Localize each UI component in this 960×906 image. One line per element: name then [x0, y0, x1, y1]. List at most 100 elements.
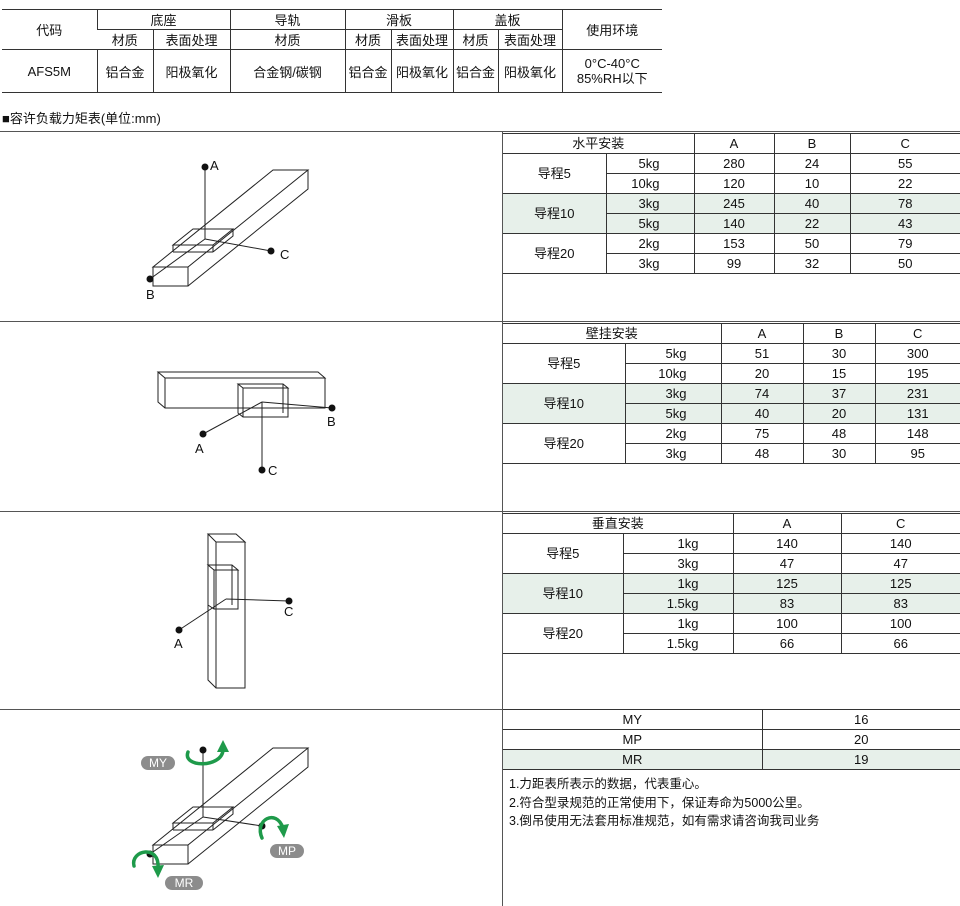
value-cell: 148	[874, 423, 960, 444]
value-cell: 32	[773, 253, 850, 274]
load-cell: 2kg	[605, 233, 694, 254]
code-value: AFS5M	[27, 63, 71, 79]
value-cell: 75	[720, 423, 803, 444]
divider	[502, 131, 503, 906]
rotation-arrow-icon	[132, 748, 285, 870]
moment-value: 19	[761, 749, 960, 770]
value-cell: 40	[773, 193, 850, 214]
load-cell: 5kg	[624, 403, 721, 424]
base-surface-header: 表面处理	[152, 29, 230, 50]
load-cell: 1kg	[622, 573, 733, 594]
col-header: A	[720, 323, 803, 344]
value-cell: 231	[874, 383, 960, 404]
horizontal-mount-diagram: A C B	[146, 158, 310, 302]
value-cell: 245	[693, 193, 774, 214]
moment-label: MY	[149, 756, 167, 770]
horizontal-mount-table: 水平安装 A B C 导程5 5kg 280 24 55 10kg 120 10…	[503, 133, 960, 274]
value-cell: 140	[840, 533, 960, 554]
load-cell: 3kg	[624, 383, 721, 404]
base-surface-value: 阳极氧化	[152, 49, 230, 93]
note-item: 2.符合型录规范的正常使用下，保证寿命为5000公里。	[509, 795, 810, 810]
load-cell: 2kg	[624, 423, 721, 444]
divider	[0, 511, 960, 512]
axis-label: A	[210, 158, 219, 173]
cover-material-value: 铝合金	[452, 49, 498, 93]
lead-label: 导程20	[503, 613, 623, 654]
load-cell: 1.5kg	[622, 633, 733, 654]
value-cell: 22	[773, 213, 850, 234]
moment-name: MY	[503, 709, 762, 730]
value-cell: 24	[773, 153, 850, 174]
col-header: B	[773, 133, 850, 154]
table-title: 垂直安装	[503, 513, 733, 534]
axis-label: C	[284, 604, 293, 619]
value-cell: 30	[802, 443, 875, 464]
table-title: 壁挂安装	[503, 323, 721, 344]
env-temp: 0°C-40°C	[584, 56, 640, 71]
load-cell: 5kg	[605, 213, 694, 234]
slider-material-value: 铝合金	[344, 49, 391, 93]
lead-label: 导程5	[503, 533, 623, 574]
load-cell: 1kg	[622, 613, 733, 634]
value-cell: 74	[720, 383, 803, 404]
slider-material-header: 材质	[344, 29, 391, 50]
value-cell: 55	[849, 153, 960, 174]
axis-label: C	[280, 247, 289, 262]
value-cell: 43	[849, 213, 960, 234]
value-cell: 37	[802, 383, 875, 404]
value-cell: 140	[693, 213, 774, 234]
load-cell: 5kg	[624, 343, 721, 364]
base-material-header: 材质	[97, 29, 153, 50]
value-cell: 83	[840, 593, 960, 614]
lead-label: 导程20	[503, 423, 625, 464]
moment-table: MY 16 MP 20 MR 19	[503, 709, 960, 770]
guide-header: 导轨	[229, 9, 345, 30]
spec-table: 代码 底座 导轨 滑板 盖板 使用环境 材质 表面处理 材质 材质 表面处理 材…	[2, 9, 662, 93]
value-cell: 50	[849, 253, 960, 274]
value-cell: 22	[849, 173, 960, 194]
code-header: 代码	[2, 9, 97, 50]
value-cell: 50	[773, 233, 850, 254]
col-header: C	[849, 133, 960, 154]
col-header: C	[874, 323, 960, 344]
value-cell: 100	[732, 613, 841, 634]
moment-value: 20	[761, 729, 960, 750]
guide-material-value: 合金钢/碳钢	[229, 49, 345, 93]
axis-label: B	[327, 414, 336, 429]
value-cell: 51	[720, 343, 803, 364]
load-cell: 3kg	[605, 193, 694, 214]
note-item: 1.力距表所表示的数据，代表重心。	[509, 777, 707, 791]
cover-surface-header: 表面处理	[497, 29, 562, 50]
value-cell: 78	[849, 193, 960, 214]
axis-label: B	[146, 287, 155, 302]
value-cell: 10	[773, 173, 850, 194]
value-cell: 195	[874, 363, 960, 384]
value-cell: 280	[693, 153, 774, 174]
table-title: 水平安装	[503, 133, 694, 154]
divider	[0, 321, 960, 322]
lead-label: 导程20	[503, 233, 606, 274]
value-cell: 79	[849, 233, 960, 254]
load-cell: 1kg	[622, 533, 733, 554]
col-header: A	[693, 133, 774, 154]
col-header: C	[840, 513, 960, 534]
env-value: 0°C-40°C 85%RH以下	[561, 49, 662, 93]
env-header: 使用环境	[561, 9, 662, 50]
value-cell: 47	[840, 553, 960, 574]
col-header: A	[732, 513, 841, 534]
value-cell: 300	[874, 343, 960, 364]
note-item: 3.倒吊使用无法套用标准规范，如有需求请咨询我司业务	[509, 814, 820, 828]
slider-surface-header: 表面处理	[390, 29, 453, 50]
col-header: B	[802, 323, 875, 344]
moment-value: 16	[761, 709, 960, 730]
value-cell: 125	[732, 573, 841, 594]
moment-name: MP	[503, 729, 762, 750]
load-cell: 10kg	[624, 363, 721, 384]
load-cell: 5kg	[605, 153, 694, 174]
moment-diagram: MY MP MR	[132, 740, 310, 890]
value-cell: 95	[874, 443, 960, 464]
value-cell: 48	[802, 423, 875, 444]
divider	[0, 709, 960, 710]
guide-material-header: 材质	[229, 29, 345, 50]
base-header: 底座	[96, 9, 230, 30]
